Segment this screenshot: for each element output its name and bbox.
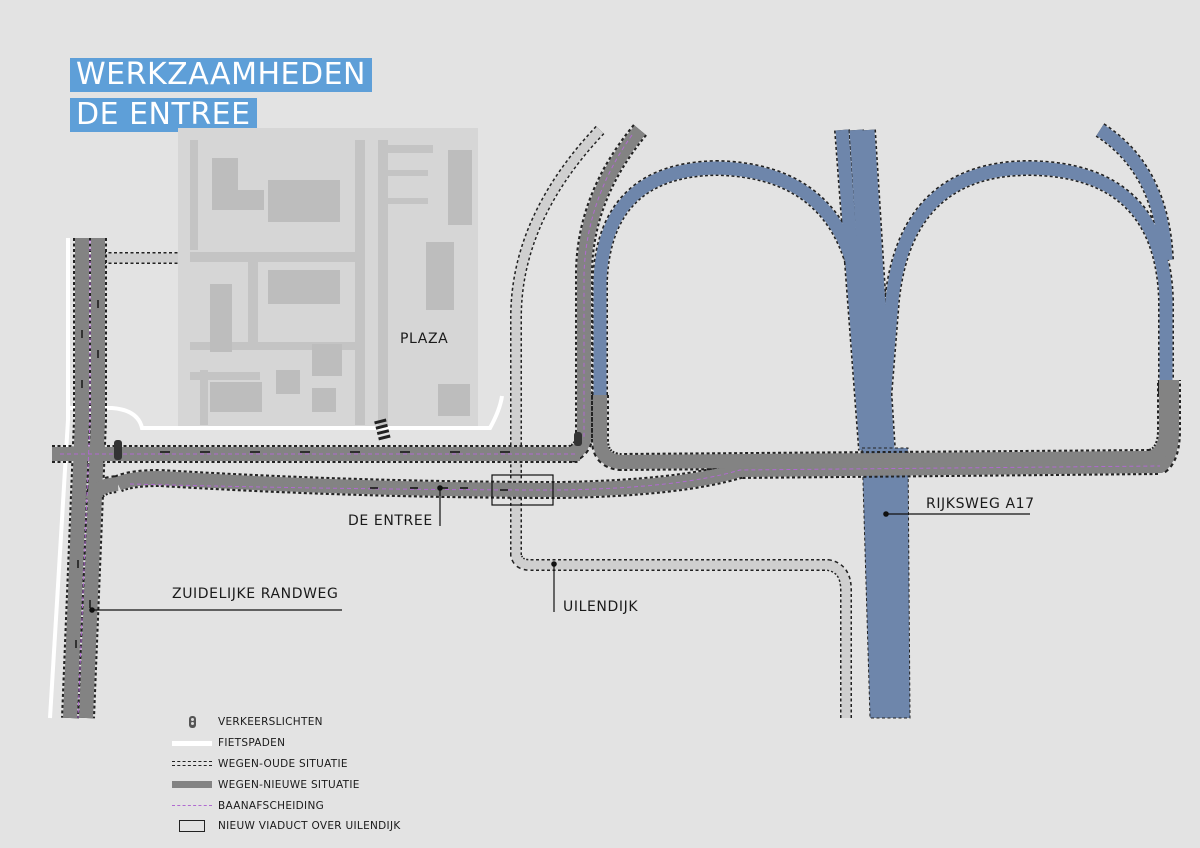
title-line-2: DE ENTREE [70, 98, 257, 132]
legend-label: NIEUW VIADUCT OVER UILENDIJK [218, 820, 401, 833]
lane-dividers [60, 134, 1161, 719]
title-line-1: WERKZAAMHEDEN [70, 58, 372, 92]
traffic-arrows [75, 300, 510, 648]
old-road-swatch [172, 761, 212, 767]
label-zuidelijke-randweg: ZUIDELIJKE RANDWEG [172, 586, 338, 602]
rijksweg-a17-loops [592, 123, 1174, 451]
legend-label: WEGEN-OUDE SITUATIE [218, 757, 348, 770]
legend-item-viaduct: NIEUW VIADUCT OVER UILENDIJK [172, 816, 401, 837]
bike-path-swatch [172, 740, 212, 746]
rijksweg-a17-trunk [861, 447, 911, 719]
label-rijksweg: RIJKSWEG A17 [926, 496, 1035, 512]
label-plaza: PLAZA [400, 331, 448, 347]
traffic-light-icon [188, 716, 196, 729]
legend-item-bike-paths: FIETSPADEN [172, 733, 401, 754]
label-leaders [89, 485, 1030, 613]
legend: VERKEERSLICHTEN FIETSPADEN WEGEN-OUDE SI… [172, 712, 401, 837]
map-title: WERKZAAMHEDEN DE ENTREE [70, 58, 372, 132]
lane-divider-swatch [172, 805, 212, 807]
plaza-area [178, 128, 478, 430]
legend-label: WEGEN-NIEUWE SITUATIE [218, 778, 360, 791]
bike-paths [48, 238, 504, 719]
legend-item-old-roads: WEGEN-OUDE SITUATIE [172, 754, 401, 775]
traffic-light-icon [114, 432, 582, 460]
legend-item-traffic-lights: VERKEERSLICHTEN [172, 712, 401, 733]
legend-item-lane-divider: BAANAFSCHEIDING [172, 795, 401, 816]
viaduct-box-swatch [179, 820, 205, 833]
label-uilendijk: UILENDIJK [563, 599, 638, 615]
label-de-entree: DE ENTREE [348, 513, 433, 529]
legend-item-new-roads: WEGEN-NIEUWE SITUATIE [172, 774, 401, 795]
legend-label: FIETSPADEN [218, 737, 286, 750]
legend-label: VERKEERSLICHTEN [218, 716, 323, 729]
viaduct-box [491, 474, 554, 506]
old-roads [92, 125, 852, 718]
new-road-swatch [172, 781, 212, 789]
legend-label: BAANAFSCHEIDING [218, 799, 325, 812]
